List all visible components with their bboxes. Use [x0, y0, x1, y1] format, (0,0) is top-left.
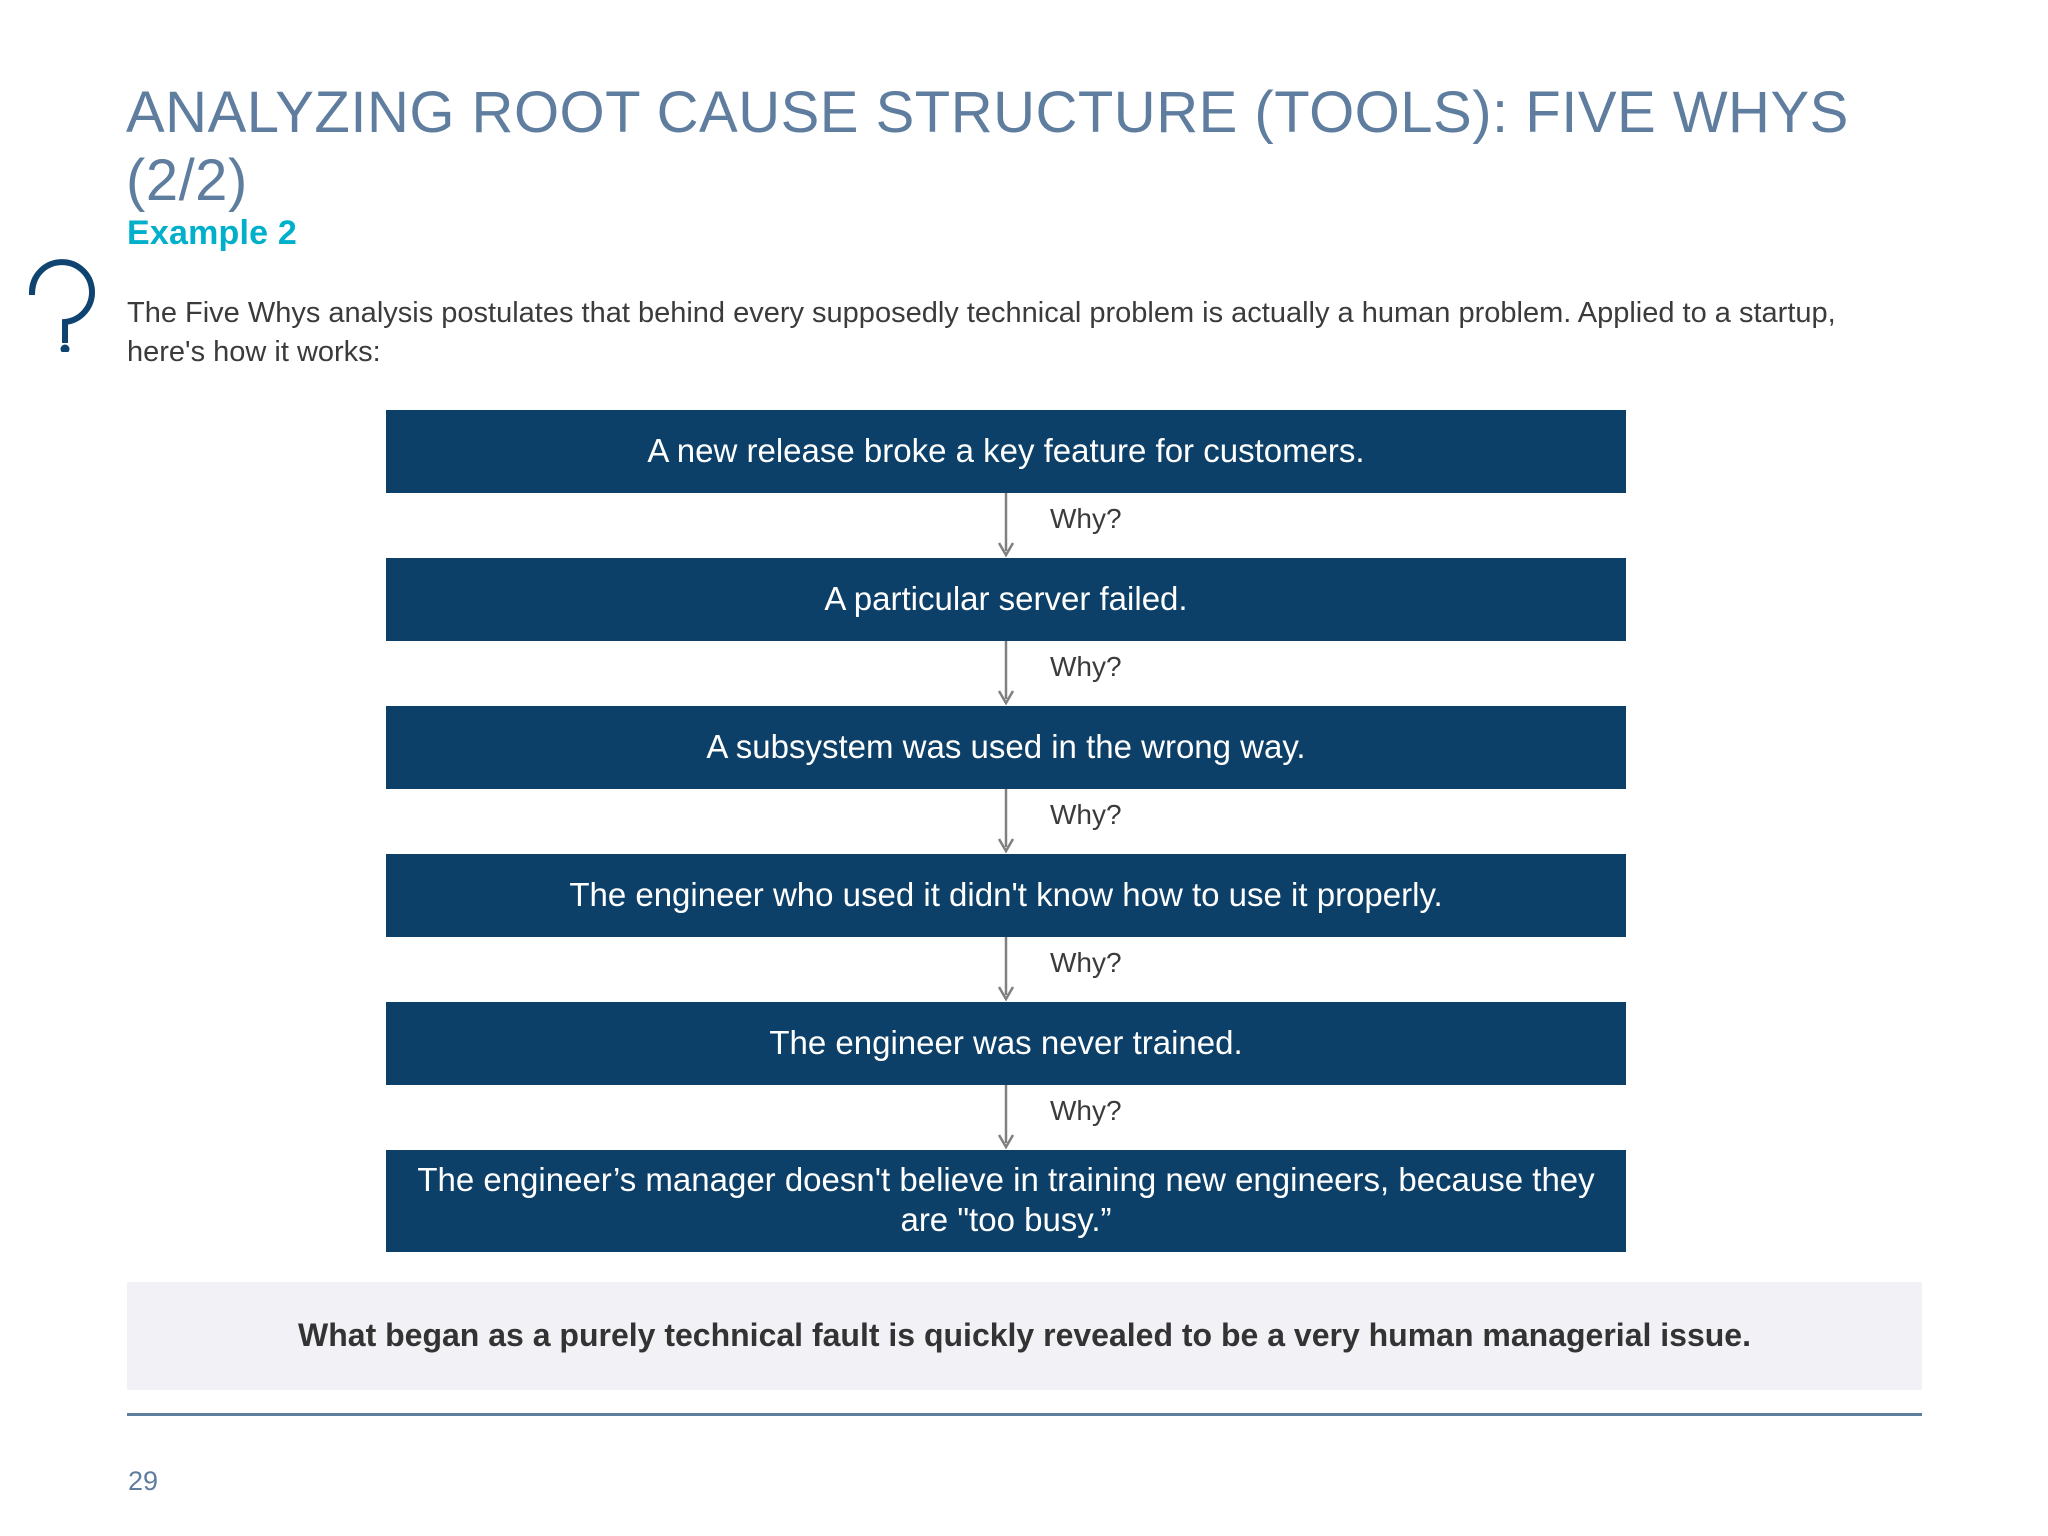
why-label: Why? [1050, 503, 1122, 534]
flow-step-text: The engineer who used it didn't know how… [569, 876, 1443, 914]
flow-step-box: The engineer was never trained. [386, 1002, 1626, 1085]
flow-connector: Why? [386, 937, 1626, 1002]
why-label: Why? [1050, 799, 1122, 830]
page-title: ANALYZING ROOT CAUSE STRUCTURE (TOOLS): … [126, 79, 1866, 214]
flow-connector: Why? [386, 493, 1626, 558]
why-label: Why? [1050, 947, 1122, 978]
flow-step-text: The engineer was never trained. [769, 1024, 1243, 1062]
why-label: Why? [1050, 651, 1122, 682]
flow-connector: Why? [386, 789, 1626, 854]
footer-divider [127, 1413, 1922, 1416]
flow-connector: Why? [386, 1085, 1626, 1150]
flow-step-box: A subsystem was used in the wrong way. [386, 706, 1626, 789]
flow-connector: Why? [386, 641, 1626, 706]
five-whys-flow: A new release broke a key feature for cu… [386, 410, 1626, 1252]
flow-step-text: A new release broke a key feature for cu… [647, 432, 1365, 470]
flow-step-box: The engineer who used it didn't know how… [386, 854, 1626, 937]
flow-step-box: A new release broke a key feature for cu… [386, 410, 1626, 493]
flow-step-text: A particular server failed. [824, 580, 1188, 618]
down-arrow-icon [997, 937, 1015, 1002]
page-number: 29 [128, 1466, 159, 1496]
flow-step-text: The engineer’s manager doesn't believe i… [417, 1160, 1595, 1238]
down-arrow-icon [997, 641, 1015, 706]
conclusion-banner: What began as a purely technical fault i… [127, 1282, 1922, 1390]
flow-step-box: A particular server failed. [386, 558, 1626, 641]
down-arrow-icon [997, 493, 1015, 558]
flow-step-box: The engineer’s manager doesn't believe i… [386, 1150, 1626, 1252]
flow-step-text: A subsystem was used in the wrong way. [706, 728, 1306, 766]
down-arrow-icon [997, 789, 1015, 854]
why-label: Why? [1050, 1095, 1122, 1126]
conclusion-text: What began as a purely technical fault i… [298, 1317, 1751, 1354]
example-label: Example 2 [127, 214, 298, 252]
down-arrow-icon [997, 1085, 1015, 1150]
question-mark-icon [22, 252, 108, 354]
intro-paragraph: The Five Whys analysis postulates that b… [127, 297, 1836, 369]
